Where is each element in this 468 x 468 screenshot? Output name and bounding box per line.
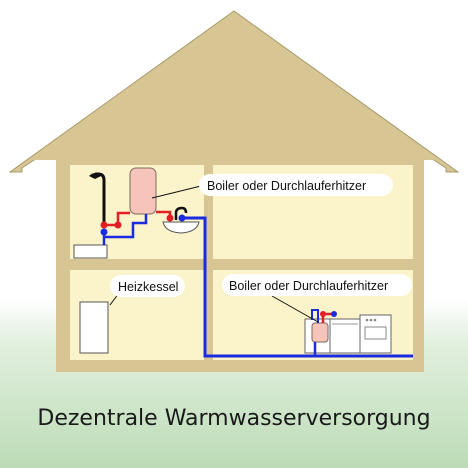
faucet-icon bbox=[166, 206, 188, 222]
boiler-icon bbox=[129, 167, 157, 215]
label-heizkessel: Heizkessel bbox=[118, 280, 178, 294]
sink-icon bbox=[162, 221, 200, 234]
diagram-title: Dezentrale Warmwasserversorgung bbox=[37, 406, 430, 431]
callout-heizkessel: Heizkessel bbox=[109, 275, 185, 306]
bathroom-cold-pipes bbox=[102, 214, 413, 358]
label-boiler-upper: Boiler oder Durchlauferhitzer bbox=[207, 179, 366, 193]
bathtub-icon bbox=[73, 244, 108, 259]
house-attic bbox=[30, 26, 438, 160]
instant-water-heater-icon bbox=[311, 322, 329, 343]
callout-boiler-upper: Boiler oder Durchlauferhitzer bbox=[151, 174, 393, 199]
dishwasher-icon bbox=[329, 318, 361, 354]
kitchen-pipes bbox=[311, 309, 337, 356]
label-boiler-lower: Boiler oder Durchlauferhitzer bbox=[229, 279, 388, 293]
stove-icon bbox=[359, 314, 392, 354]
callout-boiler-lower: Boiler oder Durchlauferhitzer bbox=[222, 274, 412, 323]
heating-boiler-icon bbox=[79, 301, 109, 354]
